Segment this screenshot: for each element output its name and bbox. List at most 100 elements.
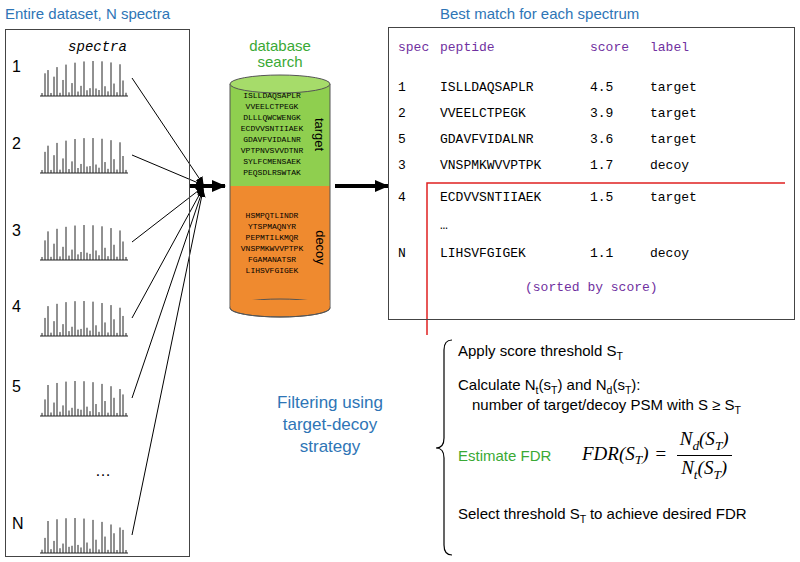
spectrum-peak <box>120 142 121 173</box>
table-cell: 3.6 <box>590 132 613 147</box>
spectrum-peak <box>102 384 103 416</box>
spectrum-peak <box>81 164 82 173</box>
spectrum-peak <box>75 301 76 336</box>
step-text: Select threshold S <box>458 505 580 522</box>
spectrum-peak <box>96 88 97 96</box>
subscript: d <box>692 438 699 453</box>
spectrum-peak <box>42 170 43 173</box>
label-holder: target <box>650 106 697 121</box>
step-text: ) and N <box>557 376 606 393</box>
table-cell: decoy <box>650 158 689 173</box>
spectrum-peak <box>90 331 91 336</box>
spectrum-peak <box>45 538 46 553</box>
spectrum-peak <box>123 241 124 260</box>
spectrum-peak <box>114 159 115 173</box>
spectrum-peak <box>54 77 55 96</box>
spectrum-peak <box>48 146 49 173</box>
decoy-fill <box>230 186 330 308</box>
label-holder: spec <box>398 40 429 55</box>
spectrum-peak <box>102 61 103 96</box>
spectrum-peak <box>78 330 79 336</box>
spectrum-peak <box>87 328 88 336</box>
spectrum-number: 3 <box>12 222 21 239</box>
spectrum-peak <box>102 303 103 336</box>
spectrum-peak <box>87 253 88 260</box>
spectrum-peak <box>93 520 94 553</box>
spectrum-peak <box>99 549 100 553</box>
spectrum-peak <box>105 322 106 336</box>
step-text: Apply score threshold S <box>458 342 616 359</box>
spectrum-peak <box>87 167 88 173</box>
section-label: Filtering using target-decoy strategy <box>277 393 383 456</box>
spectrum-peak <box>126 93 127 96</box>
spectrum-peak <box>123 394 124 416</box>
spectrum-peak <box>120 389 121 416</box>
spectrum-peak <box>60 170 61 173</box>
spectrum-peak <box>117 257 118 260</box>
spectrum-peak <box>66 382 67 416</box>
spectrum-peak <box>63 158 64 173</box>
spectrum-peak <box>96 540 97 553</box>
table-cell: target <box>650 190 697 205</box>
decoy-fill <box>231 300 330 308</box>
table-cell: decoy <box>650 246 689 261</box>
spectrum-peak <box>57 304 58 336</box>
spectrum-peak <box>75 226 76 260</box>
band-label-holder: target <box>312 82 328 186</box>
spectrum-peak <box>42 257 43 260</box>
label-holder: label <box>650 40 689 55</box>
spectrum-peak <box>54 403 55 416</box>
spectrum-peak <box>114 245 115 260</box>
label-holder: VVEELCTPEGK <box>440 106 526 121</box>
spectrum-peak <box>54 321 55 336</box>
spectrum-peak <box>48 306 49 336</box>
spectrum-peak <box>90 166 91 173</box>
table-note: (sorted by score) <box>525 280 658 295</box>
peptide: ECDVVSNTIIAEK <box>232 123 312 134</box>
label-holder: 1 <box>398 80 406 95</box>
spectrum-peak <box>75 381 76 416</box>
spectrum-peak <box>123 80 124 96</box>
subscript: t <box>694 467 698 482</box>
text-line: Select threshold STto achieve desired FD… <box>458 505 747 525</box>
spectrum-peak <box>66 302 67 336</box>
subscript: T <box>580 513 586 525</box>
cylinder-bottom-rim <box>230 308 330 317</box>
spectrum-peak <box>81 86 82 96</box>
step-text: ) <box>642 443 648 464</box>
spectrum-peak <box>42 550 43 553</box>
column-header: spec <box>398 40 429 55</box>
text-line: FDR(ST)=Nd(ST)Nt(ST) <box>582 428 732 483</box>
spectrum-peak <box>87 543 88 553</box>
target-band: ISLLDAQSAPLRVVEELCTPEGKDLLLQWCWENGKECDVV… <box>230 82 330 186</box>
peptide: GDAVFVIDALNR <box>232 134 312 145</box>
spectrum-peak <box>60 412 61 416</box>
formula-part: Nd(ST) <box>677 428 732 456</box>
spectrum-peak <box>81 329 82 336</box>
cylinder-body <box>231 84 330 308</box>
spectrum-peak <box>81 410 82 416</box>
peptide: VPTPNVSVVDTNR <box>232 145 312 156</box>
spectrum-peak <box>117 413 118 416</box>
spectrum-peak <box>93 138 94 173</box>
text-line: Apply score threshold ST <box>458 342 623 362</box>
spectrum-peak <box>105 162 106 173</box>
label-holder: peptide <box>440 40 495 55</box>
spectrum-number: 4 <box>12 298 21 315</box>
spectrum-peak <box>126 413 127 416</box>
spectrum-peak <box>69 547 70 553</box>
brace <box>436 340 452 555</box>
table-cell: 3.9 <box>590 106 613 121</box>
spectrum-peak <box>75 139 76 173</box>
spectrum-peak <box>63 544 64 553</box>
spectrum-peak <box>96 325 97 336</box>
table-cell: 1.1 <box>590 246 613 261</box>
spectrum-peak <box>102 139 103 173</box>
table-cell: ECDVVSNTIIAEK <box>440 190 541 205</box>
peptide-list: HSMPQTLINDRYTSPMAQNYRPEPMTILKMQRVNSPMKWV… <box>232 210 312 276</box>
panel-heading: Best match for each spectrum <box>440 5 639 22</box>
spectrum-peak <box>81 547 82 553</box>
band-label: target <box>313 117 328 150</box>
spectrum-peak <box>66 141 67 173</box>
spectrum-peak <box>105 537 106 553</box>
